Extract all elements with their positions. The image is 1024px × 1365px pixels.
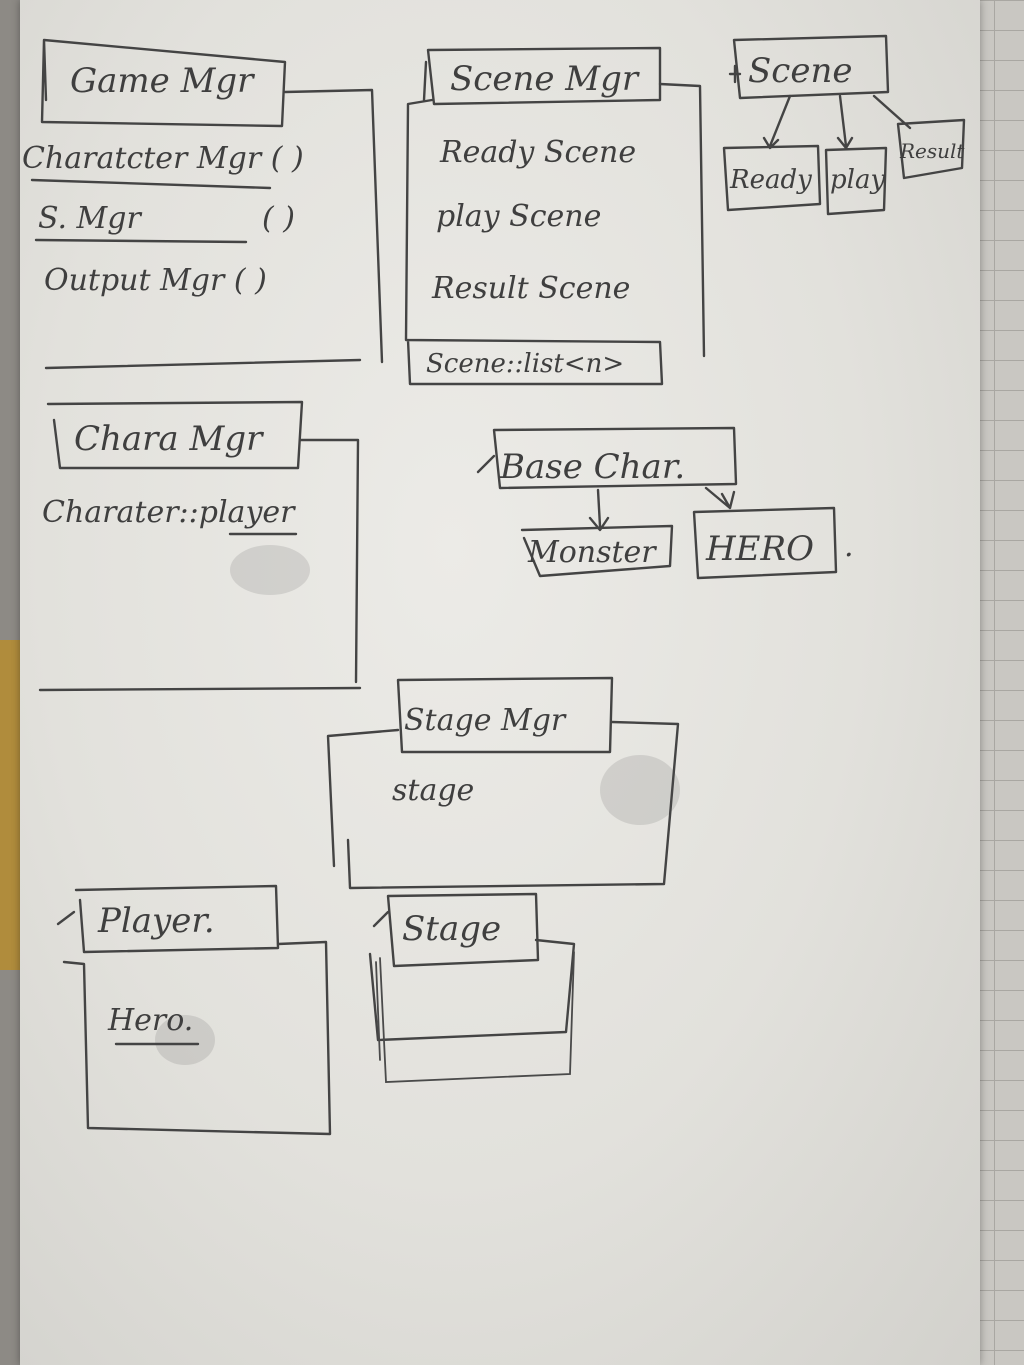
scene-class: Scene Ready play Result — [722, 34, 965, 216]
game-mgr-member-s-mgr: S. Mgr — [38, 201, 142, 236]
player-member-hero: Hero. — [107, 1003, 193, 1038]
scene-mgr-class: Scene Mgr Ready Scene play Scene Result … — [404, 46, 706, 386]
paper-sheet — [20, 0, 980, 1365]
base-char-child-monster: Monster — [527, 535, 657, 570]
scene-mgr-list: Scene::list<n> — [426, 349, 624, 379]
player-class: Player. Hero. — [56, 884, 332, 1136]
scene-mgr-member-ready-scene: Ready Scene — [439, 135, 636, 170]
player-title: Player. — [97, 901, 215, 941]
base-char-class: Base Char. Monster HERO . — [476, 426, 854, 580]
scene-child-play: play — [830, 165, 885, 195]
base-char-title: Base Char. — [499, 447, 685, 487]
scene-mgr-member-play-scene: play Scene — [436, 199, 601, 234]
scene-child-result: Result — [899, 139, 965, 163]
game-mgr-member-s-mgr-parens: ( ) — [262, 201, 295, 236]
chara-mgr-class: Chara Mgr Charater::player — [38, 400, 362, 692]
stage-mgr-class: Stage Mgr stage — [326, 676, 680, 890]
base-char-child-hero: HERO — [705, 529, 814, 569]
base-char-note: . — [844, 529, 854, 564]
chara-mgr-title: Chara Mgr — [74, 419, 264, 459]
game-mgr-member-output-mgr: Output Mgr ( ) — [44, 263, 267, 298]
scene-mgr-title: Scene Mgr — [450, 59, 640, 99]
stage-title: Stage — [402, 909, 501, 949]
scene-title: Scene — [748, 51, 852, 91]
stage-mgr-title: Stage Mgr — [404, 703, 567, 738]
stage-mgr-member-stage: stage — [392, 773, 474, 808]
stage-class: Stage — [368, 892, 576, 1083]
chara-mgr-member-player: Charater::player — [42, 495, 296, 530]
game-mgr-member-character-mgr: Charatcter Mgr ( ) — [22, 141, 304, 176]
scene-mgr-member-result-scene: Result Scene — [431, 271, 630, 306]
game-mgr-class: Game Mgr Charatcter Mgr ( ) S. Mgr ( ) O… — [22, 38, 384, 370]
game-mgr-title: Game Mgr — [70, 61, 255, 101]
scene-child-ready: Ready — [729, 165, 812, 195]
